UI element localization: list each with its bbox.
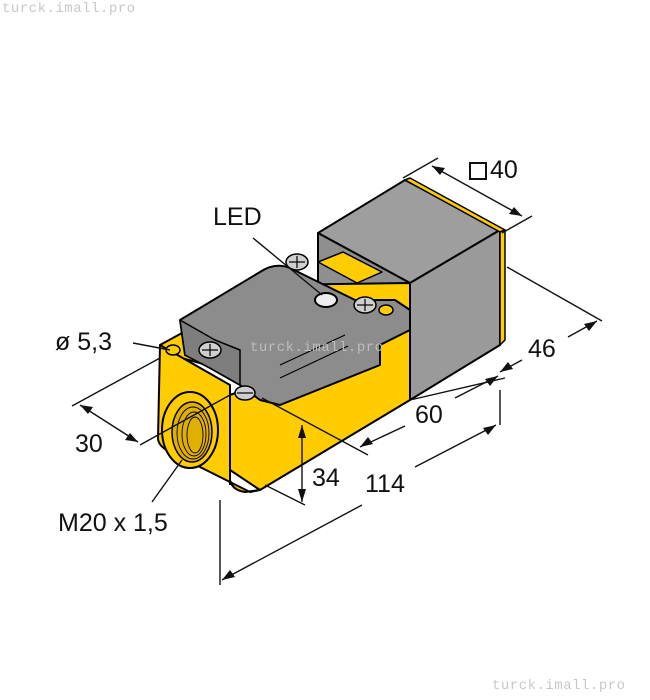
label-width-30: 30 [75,430,103,458]
label-hole-diameter: ø 5,3 [55,328,112,356]
led-window [317,251,383,284]
label-length-114: 114 [365,470,405,498]
label-thread-m20: M20 x 1,5 [58,509,168,537]
arrowheads [80,166,597,580]
label-height-34: 34 [312,464,340,492]
watermark-middle: turck.imall.pro [250,340,384,356]
label-depth-46: 46 [528,335,556,363]
watermark-top: turck.imall.pro [2,1,136,17]
label-length-60: 60 [415,401,443,429]
watermark-bottom: turck.imall.pro [492,678,626,694]
dimension-lines [71,157,603,585]
label-square-40: 40 [490,156,518,184]
square-symbol-icon [469,162,487,180]
label-led: LED [213,203,262,231]
mounting-hole [378,304,394,316]
led-indicator [314,292,338,308]
mounting-hole [165,344,181,356]
